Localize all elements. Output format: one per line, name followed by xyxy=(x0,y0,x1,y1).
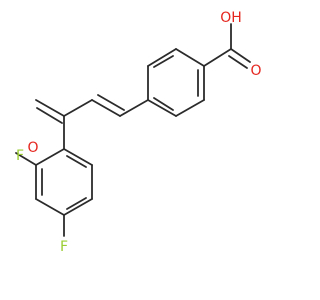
alkene-double-bond xyxy=(91,99,121,117)
top-ring-double-bond xyxy=(153,55,174,68)
ketone-oxygen-label: O xyxy=(27,140,38,156)
main-structure xyxy=(0,0,300,300)
carboxyl-oxygen-label: O xyxy=(250,63,261,79)
ketone-double-bond xyxy=(35,99,65,117)
fluorine-ortho-bond xyxy=(15,152,37,166)
top-ring-bond xyxy=(147,99,177,117)
carboxyl-hydroxyl-label: OH xyxy=(220,10,242,26)
bottom-ring-bond xyxy=(63,198,93,216)
top-ring-bond xyxy=(175,48,205,67)
bottom-ring-double-bond xyxy=(66,155,87,168)
molecule-canvas: OH O O F F xyxy=(0,0,300,300)
fluorine-ortho-label: F xyxy=(16,148,24,164)
alkene-bond xyxy=(119,99,149,117)
top-ring-bond xyxy=(175,99,205,117)
bottom-ring-bond xyxy=(35,148,65,166)
structure-diagram: OH O O F F xyxy=(0,0,300,300)
acid-bond xyxy=(203,48,232,67)
fluorine-para-label: F xyxy=(60,239,68,255)
acid-double-bond xyxy=(230,48,251,63)
ketone-double-bond xyxy=(36,107,63,124)
bottom-ring-double-bond xyxy=(66,197,87,210)
canvas-background xyxy=(0,0,300,300)
alkene-single-bond xyxy=(63,99,93,117)
bottom-ring-bond xyxy=(63,148,93,166)
acid-double-bond xyxy=(228,55,248,69)
bottom-ring-bond xyxy=(35,198,65,216)
top-ring-double-bond xyxy=(153,97,174,111)
alkene-double-bond xyxy=(97,94,125,111)
top-ring-bond xyxy=(147,48,177,67)
